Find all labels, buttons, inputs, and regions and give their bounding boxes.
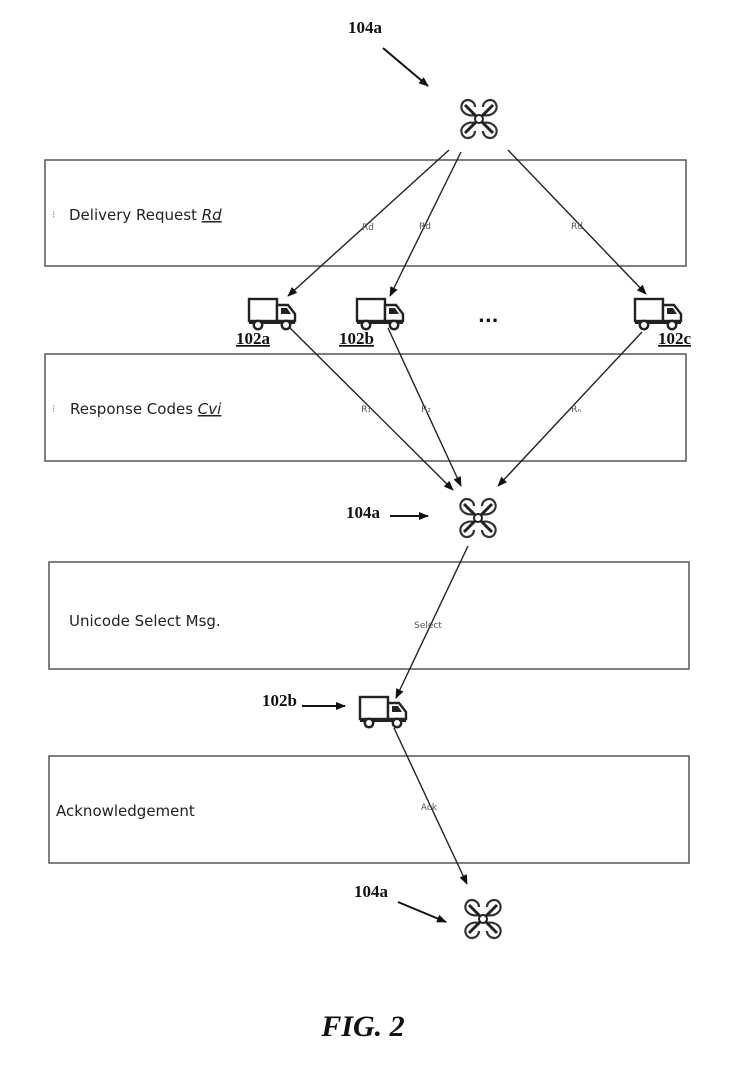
- ref-104a-top: 104a: [348, 18, 383, 37]
- ref-104a-bottom: 104a: [354, 882, 389, 901]
- ref-102a: 102a: [236, 329, 271, 348]
- delivery-request-label: Delivery Request: [69, 206, 202, 224]
- arrow-label-select: Select: [414, 621, 442, 631]
- stage-select-msg: Unicode Select Msg.: [48, 561, 690, 670]
- select-msg-label: Unicode Select Msg.: [69, 612, 221, 630]
- ref-102b: 102b: [339, 329, 374, 348]
- arrow-rd-to-102c: [507, 149, 647, 295]
- response-codes-symbol: Cvi: [198, 400, 222, 418]
- ref-104a-middle: 104a: [346, 503, 381, 522]
- arrow-rd-to-102a: [287, 149, 450, 297]
- arrow-r1-from-102a: [289, 327, 454, 491]
- truck-102b-selected-icon: [358, 695, 408, 729]
- arrow-label-rd-b: Rd: [419, 222, 431, 232]
- arrow-select: [395, 545, 469, 699]
- arrow-label-rd-c: Rd: [571, 222, 583, 232]
- ref-102b-selected: 102b: [262, 691, 297, 710]
- ref-102c: 102c: [658, 329, 692, 348]
- truck-102a-icon: [247, 297, 297, 331]
- svg-text:Response Codes Cvi: Response Codes Cvi: [70, 400, 222, 418]
- pointer-arrow-104a-top: [382, 47, 429, 87]
- arrow-rn-from-102c: [497, 331, 643, 487]
- drone-bottom-icon: [463, 898, 503, 940]
- truck-102b-icon: [355, 297, 405, 331]
- stage-delivery-request: ⁝ Delivery Request Rd: [44, 159, 687, 267]
- arrow-r2-from-102b: [387, 327, 462, 487]
- delivery-request-symbol: Rd: [202, 206, 222, 224]
- trucks-ellipsis: ...: [478, 306, 499, 327]
- drone-middle-icon: [458, 497, 498, 539]
- svg-text:⁝: ⁝: [52, 404, 55, 415]
- arrow-ack: [393, 727, 468, 885]
- arrow-label-r2: R₂: [421, 405, 431, 415]
- figure-caption: FIG. 2: [320, 1010, 404, 1043]
- delivery-request-arrows: Rd Rd Rd: [287, 149, 647, 297]
- acknowledgement-label: Acknowledgement: [56, 802, 195, 820]
- response-codes-label: Response Codes: [70, 400, 198, 418]
- stage-acknowledgement: Acknowledgement: [48, 755, 690, 864]
- truck-102c-icon: [633, 297, 683, 331]
- arrow-label-rd-a: Rd: [362, 223, 374, 233]
- pointer-arrow-104a-bottom: [397, 901, 447, 923]
- ack-arrow-group: Ack: [393, 727, 468, 885]
- arrow-rd-to-102b: [389, 151, 462, 297]
- svg-text:⁝: ⁝: [52, 210, 55, 221]
- drone-top-icon: [459, 98, 499, 140]
- arrow-label-r1: R₁: [361, 405, 371, 415]
- select-arrow-group: Select: [395, 545, 469, 699]
- arrow-label-rn: Rₙ: [571, 405, 581, 415]
- svg-text:Delivery Request Rd: Delivery Request Rd: [69, 206, 222, 224]
- stage-response-codes: ⁝ Response Codes Cvi: [44, 353, 687, 462]
- response-code-arrows: R₁ R₂ Rₙ: [289, 327, 643, 491]
- arrow-label-ack: Ack: [421, 803, 438, 813]
